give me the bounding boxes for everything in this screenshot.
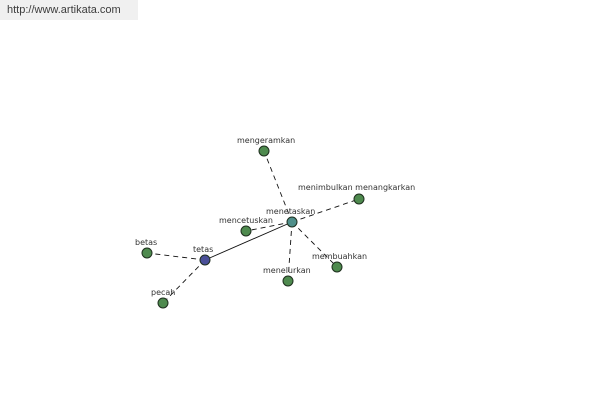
node-circle-pecah[interactable] — [157, 297, 169, 309]
node-label-mencetuskan: mencetuskan — [219, 216, 273, 225]
node-circle-tetas[interactable] — [199, 254, 211, 266]
node-tetas[interactable]: tetas — [193, 245, 213, 266]
node-circle-mencetuskan[interactable] — [240, 225, 252, 237]
node-circle-menimbulkan_menangkarkan[interactable] — [353, 193, 365, 205]
node-label-menetaskan: menetaskan — [266, 207, 315, 216]
node-circle-membuahkan[interactable] — [331, 261, 343, 273]
edge-tetas-pecah — [162, 259, 206, 304]
source-url-banner: http://www.artikata.com — [0, 0, 138, 20]
node-label-betas: betas — [135, 238, 157, 247]
edge-menetaskan-menelurkan — [287, 221, 293, 282]
node-circle-mengeramkan[interactable] — [258, 145, 270, 157]
node-membuahkan[interactable]: membuahkan — [312, 252, 367, 273]
node-label-pecah: pecah — [151, 288, 175, 297]
node-label-mengeramkan: mengeramkan — [237, 136, 295, 145]
edge-menetaskan-menimbulkan_menangkarkan — [291, 198, 360, 223]
node-mencetuskan[interactable]: mencetuskan — [219, 216, 273, 237]
node-label-tetas: tetas — [193, 245, 213, 254]
edge-menetaskan-mengeramkan — [263, 150, 293, 223]
node-circle-menelurkan[interactable] — [282, 275, 294, 287]
node-mengeramkan[interactable]: mengeramkan — [237, 136, 295, 157]
node-label-menelurkan: menelurkan — [263, 266, 311, 275]
edge-tetas-betas — [146, 252, 206, 261]
node-label-membuahkan: membuahkan — [312, 252, 367, 261]
edges-layer — [146, 150, 360, 304]
node-label-menimbulkan_menangkarkan: menimbulkan menangkarkan — [298, 183, 415, 192]
node-menetaskan[interactable]: menetaskan — [266, 207, 315, 228]
node-circle-betas[interactable] — [141, 247, 153, 259]
edge-menetaskan-membuahkan — [291, 221, 338, 268]
edge-tetas-menetaskan — [204, 221, 293, 261]
nodes-layer: tetas menetaskan betas pecah mencetuskan meng… — [135, 136, 415, 309]
node-circle-menetaskan[interactable] — [286, 216, 298, 228]
node-menimbulkan_menangkarkan[interactable]: menimbulkan menangkarkan — [298, 183, 415, 205]
node-betas[interactable]: betas — [135, 238, 157, 259]
node-pecah[interactable]: pecah — [151, 288, 175, 309]
edge-menetaskan-mencetuskan — [245, 221, 293, 232]
node-menelurkan[interactable]: menelurkan — [263, 266, 311, 287]
